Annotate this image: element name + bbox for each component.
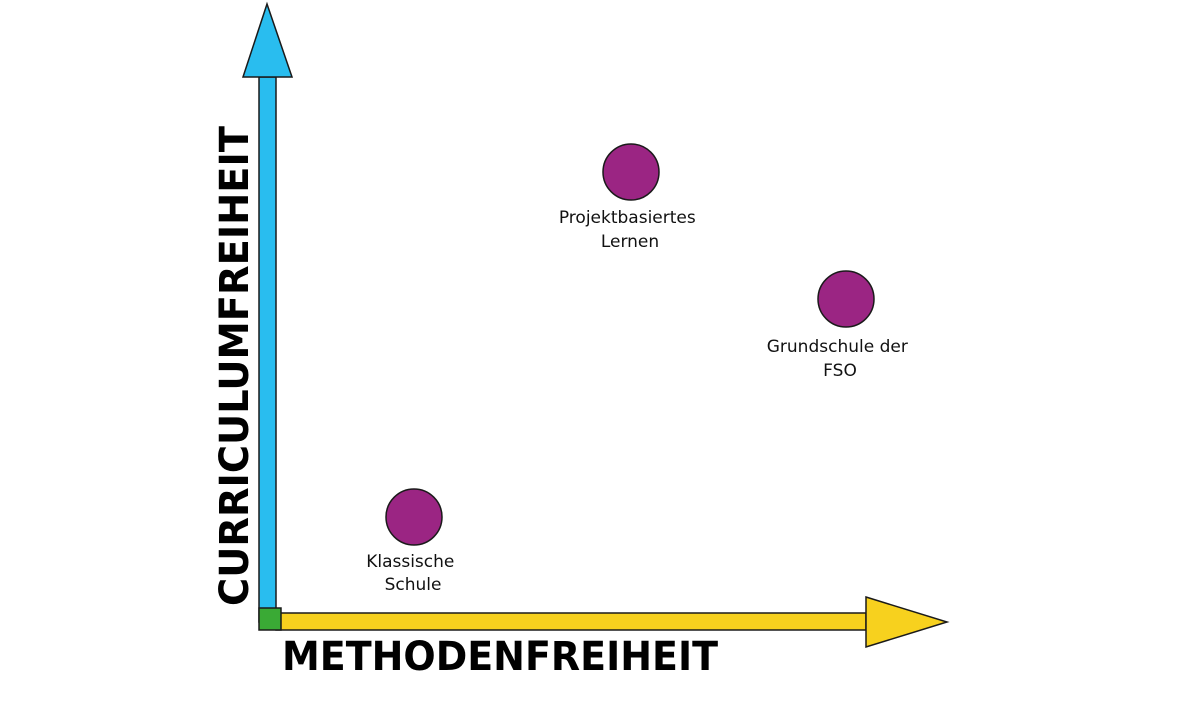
x-axis-title: METHODENFREIHEIT (282, 634, 719, 680)
y-axis-title: CURRICULUMFREIHEIT (212, 125, 258, 606)
point-label-line: FSO (823, 361, 857, 381)
point-marker (602, 143, 660, 201)
y-axis-arrow-head (241, 1, 294, 78)
point-label-line: Schule (385, 575, 442, 595)
point-label-line: Projektbasiertes (559, 208, 696, 228)
point-label-line: Grundschule der (767, 337, 908, 357)
point-projektbasiertes-lernen: Projektbasiertes Lernen (559, 143, 701, 252)
point-label: Grundschule der FSO (767, 337, 914, 381)
point-label-line: Lernen (601, 232, 659, 252)
y-axis-arrow-shaft (258, 76, 277, 623)
point-label-line: Klassische (366, 552, 454, 572)
point-label: Klassische Schule (366, 552, 460, 595)
x-axis-arrow-shaft (275, 612, 867, 631)
point-grundschule-der-fso: Grundschule der FSO (767, 270, 914, 381)
point-klassische-schule: Klassische Schule (366, 488, 460, 595)
point-marker (385, 488, 443, 546)
point-label: Projektbasiertes Lernen (559, 208, 701, 252)
point-marker (817, 270, 875, 328)
x-axis-arrow-head (865, 595, 950, 649)
origin-square (258, 607, 282, 631)
